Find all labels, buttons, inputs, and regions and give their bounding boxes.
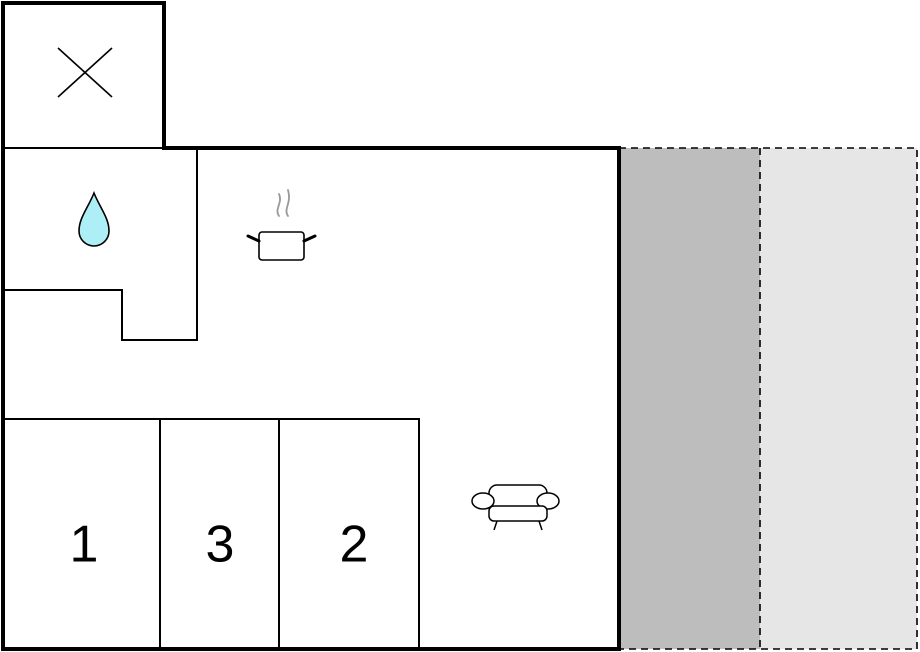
pot-handle-right xyxy=(302,234,317,243)
outer-wall xyxy=(1,1,621,651)
interior-walls xyxy=(3,147,420,649)
sofa-arm-left xyxy=(471,492,495,510)
pot-body xyxy=(258,231,305,261)
bedroom-top-wall xyxy=(3,418,420,649)
terrace-covered xyxy=(619,148,760,649)
pot-handle-left xyxy=(246,234,261,243)
sofa-leg-left xyxy=(493,520,498,531)
cooking-pot-icon xyxy=(246,189,317,261)
room-label-1: 1 xyxy=(70,516,99,574)
steam-left xyxy=(276,193,281,217)
terrace-dashed-outline xyxy=(619,147,918,650)
terrace-area xyxy=(619,147,918,650)
sofa-arm-right xyxy=(536,492,560,510)
steam-right xyxy=(285,189,290,217)
water-drop-icon xyxy=(78,190,110,247)
x-mark-icon xyxy=(57,47,113,98)
terrace-open xyxy=(760,148,917,649)
sofa-leg-right xyxy=(538,520,543,531)
room-label-2: 2 xyxy=(340,516,369,574)
room-label-3: 3 xyxy=(206,516,235,574)
sofa-icon xyxy=(471,484,560,531)
sofa-seat xyxy=(488,505,548,522)
